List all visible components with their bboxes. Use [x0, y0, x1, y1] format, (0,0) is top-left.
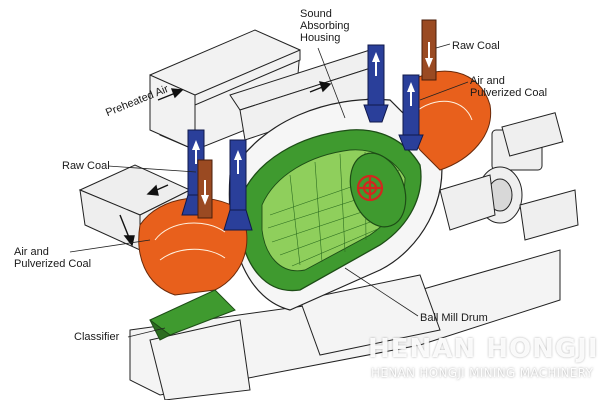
- air-flow-arrows: [119, 81, 332, 247]
- ball-mill-drum-label: Ball Mill Drum: [420, 312, 488, 324]
- classifier-label: Classifier: [74, 331, 120, 343]
- sound-housing-label: Sound Absorbing Housing: [300, 8, 350, 44]
- sound-housing-line-2: Absorbing: [300, 20, 350, 32]
- classifier-cone: [149, 289, 236, 341]
- flow-arrows: [192, 42, 433, 205]
- air-right-line-1: Air and: [470, 75, 505, 87]
- sound-housing-line-1: Sound: [300, 8, 332, 20]
- air-pipe-right: [363, 44, 424, 151]
- air-left-line-1: Air and: [14, 246, 49, 258]
- drum-end-gear: [356, 174, 384, 202]
- air-pulverized-left-label: Air and Pulverized Coal: [14, 246, 91, 270]
- sound-housing-line-3: Housing: [300, 32, 341, 44]
- ball-mill-drum: [239, 129, 422, 292]
- drive-motor: [439, 112, 579, 241]
- raw-coal-left-label: Raw Coal: [62, 160, 110, 172]
- leader-lines: [69, 43, 469, 338]
- air-right-line-2: Pulverized Coal: [470, 87, 548, 99]
- air-left-line-2: Pulverized Coal: [14, 258, 92, 270]
- left-end-housing: [138, 197, 248, 296]
- base-frame: [129, 249, 561, 401]
- watermark-subtitle: HENAN HONGJI MINING MACHINERY: [371, 366, 594, 380]
- air-pulverized-right-label: Air and Pulverized Coal: [470, 75, 547, 99]
- watermark-title: HENAN HONGJI: [368, 334, 599, 364]
- raw-coal-right-label: Raw Coal: [452, 40, 500, 52]
